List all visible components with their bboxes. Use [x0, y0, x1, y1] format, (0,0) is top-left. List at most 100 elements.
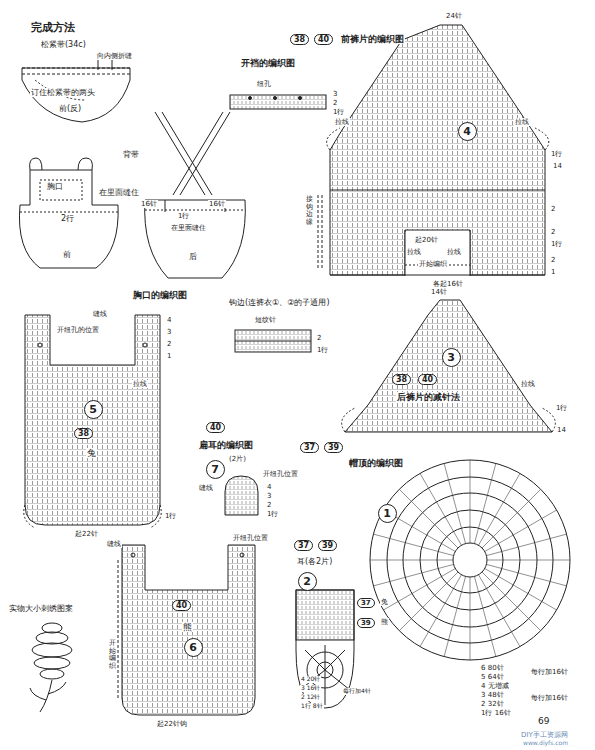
chart-label: 4 无增减 — [480, 682, 510, 690]
chart-label: 2 32针 — [480, 700, 505, 708]
callout-number: 6 — [189, 642, 197, 653]
chart-label: 拉线 — [334, 118, 350, 126]
chart-label: 2 — [332, 99, 338, 107]
chart-label: 在里面缝住 — [98, 188, 140, 197]
chart-label: 兔 — [380, 598, 389, 606]
chart-label: 1行 16针 — [480, 709, 512, 717]
chart-label: 接钩边缘 — [305, 196, 314, 227]
chart-label: 开始编织 — [108, 640, 117, 671]
chart-label: 3 — [332, 90, 338, 98]
chart-title: 前裤片的编织图 — [340, 34, 405, 44]
chart-label: 每行加16针 — [530, 694, 569, 702]
chart-label: 胸口 — [46, 182, 64, 191]
chart-label: 开纽孔位置 — [232, 534, 269, 542]
chart-label: 69 — [537, 716, 550, 726]
chart-label: 拉线 — [446, 248, 462, 256]
chart-label: 3 48针 — [480, 691, 505, 699]
chart-label: 2 — [550, 256, 556, 264]
chart-label: 2 — [550, 228, 556, 236]
chart-label: 1行 — [316, 346, 329, 354]
chart-label: 实物大小刺绣图案 — [8, 604, 74, 613]
chart-title: 完成方法 — [30, 22, 76, 35]
size-badge: 40 — [418, 374, 437, 385]
chart-label: 2 — [166, 340, 172, 348]
chart-label: 4 20针 — [300, 676, 321, 683]
chart-label: 每行加16针 — [530, 668, 569, 676]
size-badge: 40 — [314, 34, 333, 45]
callout-circle: 7 — [206, 460, 225, 479]
chart-label: 1行 — [332, 108, 345, 116]
chart-label: 4 — [266, 483, 272, 491]
chart-label: 熊 — [380, 618, 389, 626]
chart-label: 缝线 — [198, 484, 214, 492]
chart-label: 1行 — [266, 510, 279, 518]
chart-label: 后 — [188, 252, 198, 261]
chart-label: 2 — [550, 205, 556, 213]
chart-label: 2行 — [60, 214, 75, 223]
chart-label: 1行 — [550, 240, 563, 248]
chart-label: 14针 — [430, 288, 448, 296]
callout-circle: 2 — [298, 572, 317, 591]
chart-label: 3 16针 — [300, 685, 321, 692]
chart-label: 每行加4针 — [342, 688, 372, 695]
chart-title: 后裤片的减针法 — [396, 392, 461, 402]
size-badge: 39 — [324, 442, 343, 453]
chart-label: 拉线 — [520, 380, 536, 388]
chart-label: 起22针钩 — [156, 720, 188, 728]
watermark: www.diyfs.com — [522, 740, 569, 747]
size-badge: 37 — [357, 598, 375, 608]
chart-label: 向内侧折缝 — [96, 52, 133, 60]
callout-circle: 5 — [84, 400, 103, 419]
chart-label: 14 — [552, 162, 563, 170]
chart-label: 钩边(连裤衣①、②的子通用) — [228, 298, 331, 307]
callout-circle: 1 — [378, 504, 397, 523]
chart-label: 熊 — [182, 622, 193, 632]
chart-label: 4 — [166, 316, 172, 324]
chart-label: 1行 8针 — [300, 703, 324, 710]
chart-title: 帽顶的编织图 — [348, 458, 404, 468]
chart-label: 5 64针 — [480, 673, 505, 681]
chart-label: 1行 — [555, 404, 568, 412]
chart-label: 3 — [166, 328, 172, 336]
size-badge: 37 — [294, 540, 313, 551]
chart-label: 缝线 — [106, 540, 122, 548]
size-badge: 40 — [172, 600, 191, 611]
chart-label: 开始编织 — [418, 260, 448, 268]
chart-label: 开纽孔位置 — [262, 470, 299, 478]
chart-label: 拉线 — [406, 248, 422, 256]
chart-label: 缝线 — [92, 310, 108, 318]
chart-label: 耳(各2片) — [296, 557, 333, 566]
callout-circle: 6 — [184, 638, 203, 657]
callout-circle: 3 — [442, 348, 461, 367]
callout-number: 4 — [463, 126, 471, 137]
chart-label: 起22针 — [74, 530, 99, 538]
watermark: DIY手工资源网 — [520, 731, 569, 739]
size-badge: 37 — [300, 442, 319, 453]
callout-number: 7 — [211, 464, 219, 475]
chart-label: 1 — [550, 268, 556, 276]
chart-label: 在里面缝住 — [170, 224, 207, 232]
chart-label: 各起16针 — [432, 280, 464, 288]
chart-label: 16针 — [140, 200, 158, 208]
chart-label: 背带 — [122, 150, 140, 159]
callout-number: 5 — [89, 404, 97, 415]
size-badge: 40 — [206, 422, 225, 433]
chart-label: 纽孔 — [256, 80, 272, 88]
chart-label: 短纹针 — [254, 316, 277, 324]
callout-circle: 4 — [458, 122, 477, 141]
chart-label: 3 — [266, 492, 272, 500]
chart-label: 2 — [316, 334, 322, 342]
chart-title: 扁耳的编织图 — [198, 440, 254, 450]
chart-label: 兔 — [86, 448, 97, 458]
chart-label: 拉线 — [132, 380, 148, 388]
chart-label: 6 80针 — [480, 664, 505, 672]
chart-label: 松紧带(34c) — [40, 40, 87, 49]
size-badge: 39 — [318, 540, 337, 551]
callout-number: 3 — [447, 352, 455, 363]
chart-label: 前(反) — [58, 104, 82, 113]
chart-label: 1 — [166, 352, 172, 360]
chart-title: 开裆的编织图 — [240, 58, 296, 68]
size-badge: 38 — [74, 428, 93, 439]
